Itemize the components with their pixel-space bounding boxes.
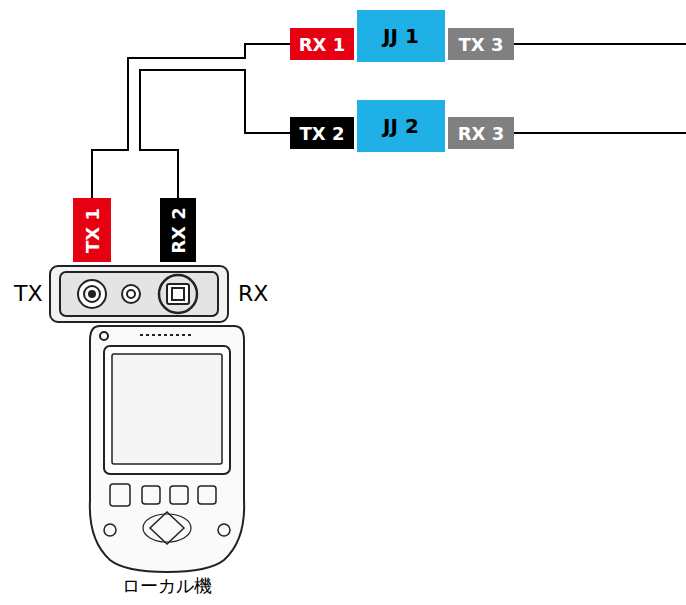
node-text: TX 2 xyxy=(300,123,345,144)
connector-panel xyxy=(50,266,228,322)
node-text: RX 2 xyxy=(168,207,189,254)
node-text: JJ 1 xyxy=(383,24,419,48)
fiber-cable xyxy=(92,44,290,198)
port-label: RX 2 xyxy=(160,198,196,262)
node-text: TX 1 xyxy=(82,208,103,253)
device-caption: ローカル機 xyxy=(122,574,212,598)
port-label: TX 2 xyxy=(290,117,354,149)
junction-box: JJ 2 xyxy=(357,100,445,152)
cable-line xyxy=(500,43,686,45)
node-text: TX 3 xyxy=(459,34,504,55)
port-label: TX 1 xyxy=(73,198,111,262)
junction-box: JJ 1 xyxy=(357,10,445,62)
node-text: JJ 2 xyxy=(383,114,419,138)
node-text: RX 1 xyxy=(299,34,346,55)
port-name: TX xyxy=(14,281,43,306)
port-label: RX 3 xyxy=(448,117,514,149)
fiber-cable xyxy=(140,70,290,198)
port-name: RX xyxy=(238,281,268,306)
port-label: RX 1 xyxy=(290,28,354,60)
port-label: TX 3 xyxy=(448,28,514,60)
node-text: RX 3 xyxy=(458,123,505,144)
cable-line xyxy=(500,132,686,134)
handheld-tester xyxy=(90,326,244,572)
